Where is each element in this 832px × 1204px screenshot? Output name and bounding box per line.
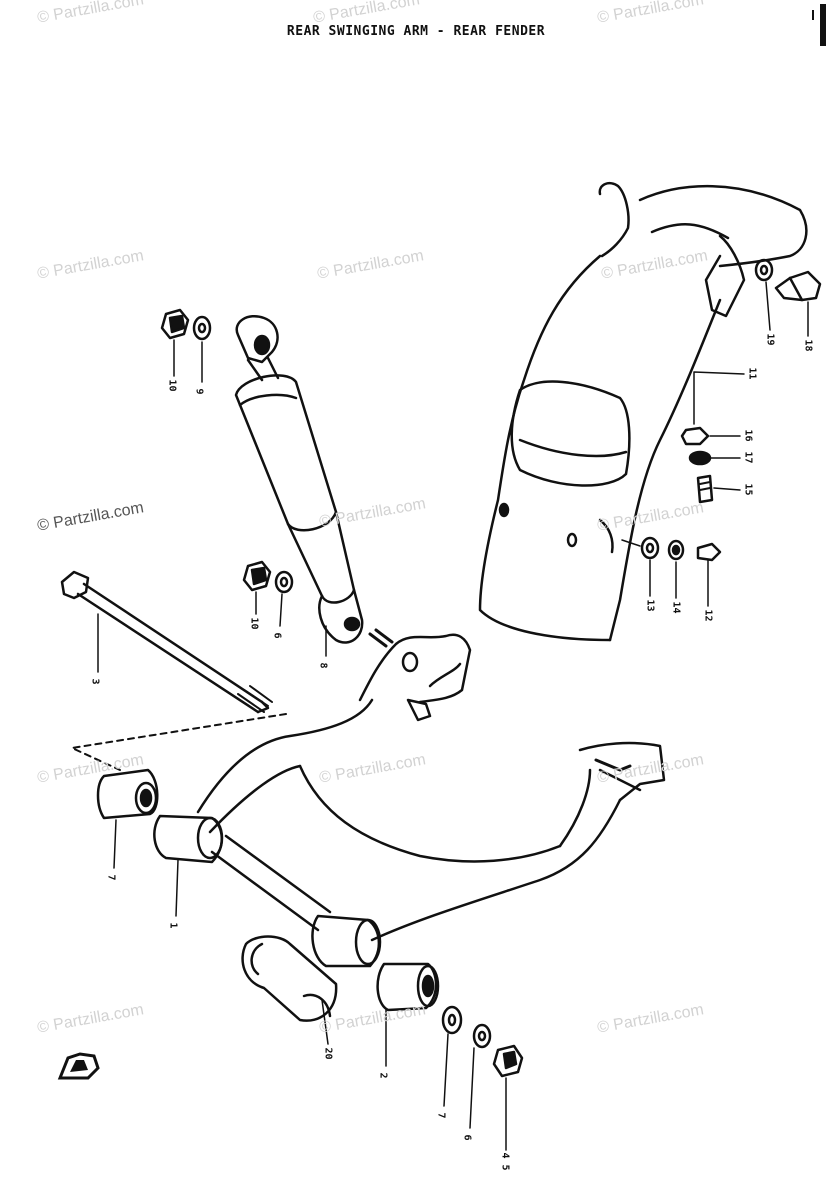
callout-6: 6 xyxy=(271,632,283,639)
leader-lines xyxy=(97,281,809,1151)
bushing-1 xyxy=(153,814,224,864)
dust-cover-20 xyxy=(241,935,338,1022)
diagram-title: REAR SWINGING ARM - REAR FENDER xyxy=(286,24,546,39)
callout-7-bottom: 7 xyxy=(435,1112,447,1119)
callout-16: 16 xyxy=(742,429,754,442)
callout-17: 17 xyxy=(742,451,754,464)
callout-15: 15 xyxy=(742,483,754,496)
nut-4-bottom xyxy=(492,1044,524,1078)
bolt-12 xyxy=(696,542,722,562)
alignment-line xyxy=(71,713,287,771)
callout-3: 3 xyxy=(89,678,101,685)
callout-20: 20 xyxy=(322,1047,334,1060)
rear-shock-absorber xyxy=(234,315,394,648)
washer-19-right xyxy=(754,258,774,282)
nut-16 xyxy=(680,426,710,446)
nut-10-mid xyxy=(242,560,272,592)
rear-fender xyxy=(478,182,808,642)
washer-14 xyxy=(667,539,685,561)
washer-6-mid xyxy=(274,570,294,594)
bushing-7-left xyxy=(96,768,159,820)
callout-10-mid: 10 xyxy=(248,617,260,630)
callout-6-bottom: 6 xyxy=(461,1134,473,1141)
stamp-icon xyxy=(57,1052,100,1080)
swinging-arm xyxy=(196,633,666,942)
callout-8: 8 xyxy=(317,662,329,669)
callout-12: 12 xyxy=(702,609,714,622)
washer-17 xyxy=(688,450,712,466)
bolt-18-right xyxy=(774,270,822,302)
callout-2: 2 xyxy=(377,1072,389,1079)
callout-13: 13 xyxy=(644,599,656,612)
callout-4-5: 4 5 xyxy=(499,1152,511,1171)
pivot-bolt-3 xyxy=(60,570,273,714)
callout-10-top: 10 xyxy=(166,379,178,392)
callout-19-right: 19 xyxy=(764,333,776,346)
bushing-right-tube xyxy=(311,914,382,968)
callout-11: 11 xyxy=(746,367,758,380)
callout-1: 1 xyxy=(167,922,179,929)
bolt-15 xyxy=(696,474,714,504)
washer-13 xyxy=(640,536,660,560)
callout-14: 14 xyxy=(670,601,682,614)
callout-18-right: 18 xyxy=(802,339,814,352)
nut-10-top xyxy=(160,308,190,340)
washer-9-top xyxy=(192,315,212,341)
bushing-2 xyxy=(376,962,440,1012)
washer-6-bottom xyxy=(472,1023,492,1049)
corner-marker-icon xyxy=(812,4,826,46)
callout-9-top: 9 xyxy=(193,388,205,395)
washer-7-bottom xyxy=(441,1005,463,1035)
callout-7-left: 7 xyxy=(105,874,117,881)
